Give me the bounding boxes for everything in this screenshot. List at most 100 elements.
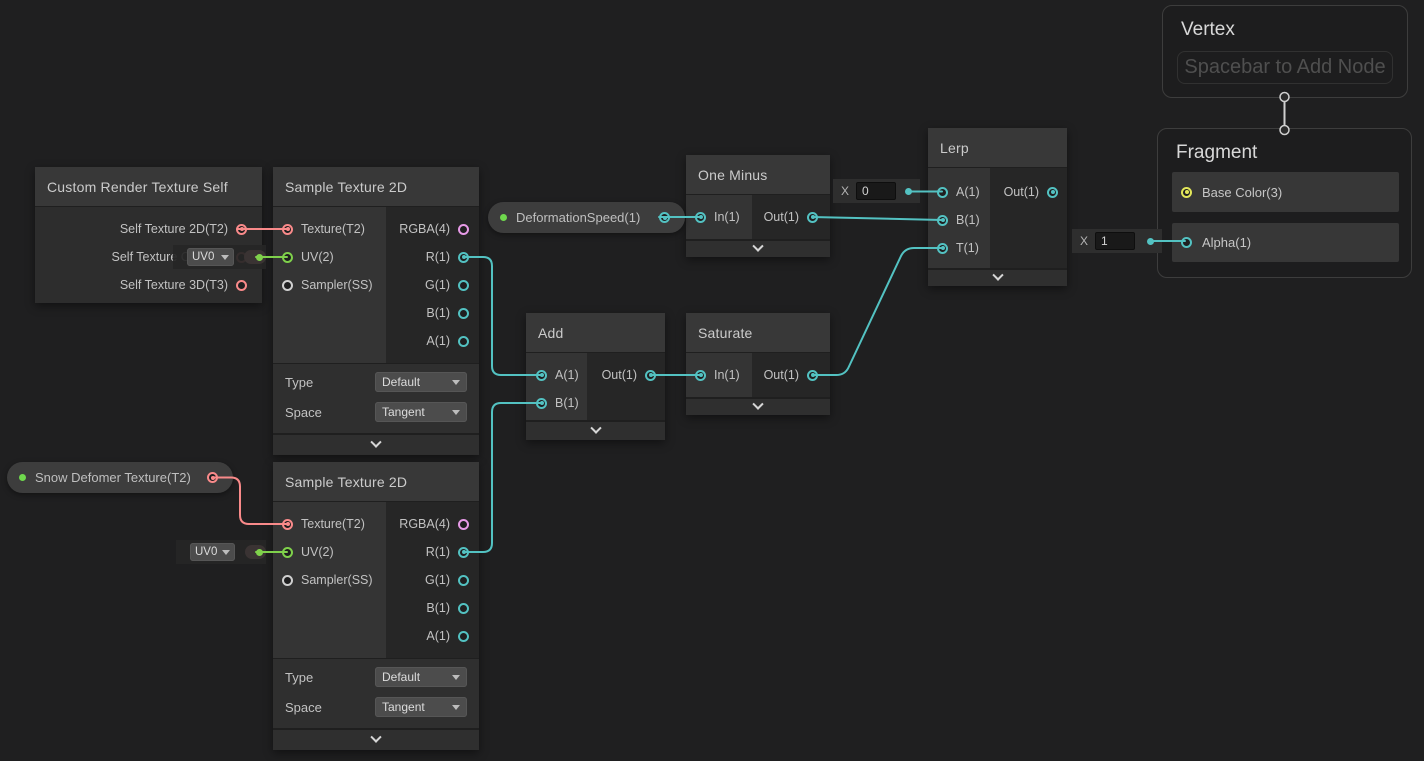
- x-value-input[interactable]: 0: [856, 182, 897, 200]
- port-b-out[interactable]: [458, 602, 469, 614]
- port-sampler-in[interactable]: [282, 279, 293, 291]
- port-snow-deformer-out[interactable]: [207, 472, 218, 483]
- port-label: G(1): [425, 573, 450, 587]
- setting-label: Space: [285, 699, 322, 715]
- collapse-button[interactable]: [273, 728, 479, 750]
- port-out[interactable]: [807, 211, 818, 223]
- x-value-input[interactable]: 1: [1095, 232, 1136, 250]
- port-label: A(1): [956, 185, 980, 199]
- property-pill-snow-deformer-texture[interactable]: Snow Defomer Texture(T2): [7, 462, 233, 493]
- node-settings: Type Default Space Tangent: [273, 658, 479, 728]
- collapse-button[interactable]: [526, 420, 665, 440]
- port-r-out[interactable]: [458, 251, 469, 263]
- chevron-down-icon: [991, 269, 1004, 281]
- chevron-down-icon: [370, 436, 382, 448]
- port-label: A(1): [426, 334, 450, 348]
- vertex-block[interactable]: Vertex Spacebar to Add Node: [1162, 5, 1408, 98]
- uv-channel-dropdown[interactable]: UV0: [187, 248, 235, 266]
- uv-channel-dropdown[interactable]: UV0: [190, 543, 236, 561]
- uv-channel-widget-1: UV0: [173, 245, 266, 269]
- port-base-color[interactable]: [1181, 186, 1192, 198]
- port-deformation-speed-out[interactable]: [659, 212, 670, 223]
- port-texture-in[interactable]: [282, 223, 293, 235]
- type-dropdown[interactable]: Default: [375, 667, 467, 687]
- chevron-down-icon: [752, 398, 764, 410]
- type-dropdown[interactable]: Default: [375, 372, 467, 392]
- node-title: Add: [526, 313, 665, 353]
- port-b[interactable]: [937, 214, 948, 226]
- port-rgba-out[interactable]: [458, 518, 469, 530]
- port-r-out[interactable]: [458, 546, 469, 558]
- port-texture-in[interactable]: [282, 518, 293, 530]
- node-custom-render-texture-self[interactable]: Custom Render Texture Self Self Texture …: [35, 167, 262, 303]
- fragment-block[interactable]: Fragment Base Color(3) Alpha(1): [1157, 128, 1412, 278]
- chevron-down-icon: [452, 704, 460, 710]
- port-in[interactable]: [695, 211, 706, 223]
- node-one-minus[interactable]: One Minus In(1) Out(1): [686, 155, 830, 257]
- port-label: Texture(T2): [301, 222, 365, 236]
- port-out[interactable]: [807, 369, 818, 381]
- node-add[interactable]: Add A(1) B(1) Out(1): [526, 313, 665, 440]
- port-label: A(1): [555, 368, 579, 382]
- collapse-button[interactable]: [273, 433, 479, 455]
- node-lerp[interactable]: Lerp A(1) B(1) T(1) Out(1): [928, 128, 1067, 286]
- port-label: RGBA(4): [399, 517, 450, 531]
- value-connector-dot[interactable]: [1147, 237, 1154, 245]
- inputs-column: In(1): [686, 353, 752, 397]
- chevron-down-icon: [370, 731, 382, 743]
- port-label: Self Texture 3D(T3): [119, 278, 228, 292]
- port-out[interactable]: [645, 369, 656, 381]
- port-a[interactable]: [937, 186, 948, 198]
- space-dropdown[interactable]: Tangent: [375, 402, 467, 422]
- node-settings: Type Default Space Tangent: [273, 363, 479, 433]
- port-t[interactable]: [937, 242, 948, 254]
- node-sample-texture-2d-2[interactable]: Sample Texture 2D Texture(T2) UV(2) Samp…: [273, 462, 479, 750]
- value-connector-dot[interactable]: [905, 187, 912, 195]
- chevron-down-icon: [589, 422, 602, 434]
- port-row: Self Texture 2D(T2): [35, 215, 262, 243]
- port-uv-in[interactable]: [282, 546, 293, 558]
- fragment-alpha-slot[interactable]: Alpha(1): [1172, 223, 1399, 262]
- property-label: Snow Defomer Texture(T2): [35, 470, 191, 485]
- port-label: A(1): [426, 629, 450, 643]
- inputs-column: Texture(T2) UV(2) Sampler(SS): [273, 502, 386, 658]
- port-b-out[interactable]: [458, 307, 469, 319]
- port-a[interactable]: [536, 369, 547, 381]
- port-label: Out(1): [763, 210, 799, 224]
- port-b[interactable]: [536, 397, 547, 409]
- port-label: RGBA(4): [399, 222, 450, 236]
- port-label: T(1): [956, 241, 979, 255]
- collapse-button[interactable]: [928, 268, 1067, 286]
- port-label: Self Texture 2D(T2): [119, 222, 228, 236]
- port-label: Texture(T2): [301, 517, 365, 531]
- inputs-column: In(1): [686, 195, 752, 239]
- chevron-down-icon: [222, 549, 231, 555]
- port-self-texture-2d[interactable]: [236, 223, 247, 235]
- collapse-button[interactable]: [686, 239, 830, 257]
- port-g-out[interactable]: [458, 279, 469, 291]
- port-label: R(1): [425, 545, 450, 559]
- uv-connector-dot[interactable]: [256, 548, 263, 556]
- port-label: Sampler(SS): [301, 278, 373, 292]
- port-self-texture-3d[interactable]: [236, 279, 247, 291]
- port-g-out[interactable]: [458, 574, 469, 586]
- port-out[interactable]: [1047, 186, 1058, 198]
- port-in[interactable]: [695, 369, 706, 381]
- fragment-base-color-slot[interactable]: Base Color(3): [1172, 172, 1399, 212]
- node-sample-texture-2d-1[interactable]: Sample Texture 2D Texture(T2) UV(2) Samp…: [273, 167, 479, 455]
- port-label: B(1): [555, 396, 579, 410]
- node-saturate[interactable]: Saturate In(1) Out(1): [686, 313, 830, 415]
- property-label: DeformationSpeed(1): [516, 210, 641, 225]
- property-pill-deformation-speed[interactable]: DeformationSpeed(1): [488, 202, 685, 233]
- port-alpha[interactable]: [1181, 237, 1192, 248]
- port-uv-in[interactable]: [282, 251, 293, 263]
- uv-connector-dot[interactable]: [256, 253, 263, 261]
- port-sampler-in[interactable]: [282, 574, 293, 586]
- port-a-out[interactable]: [458, 335, 469, 347]
- port-rgba-out[interactable]: [458, 223, 469, 235]
- collapse-button[interactable]: [686, 397, 830, 415]
- space-dropdown[interactable]: Tangent: [375, 697, 467, 717]
- port-a-out[interactable]: [458, 630, 469, 642]
- port-row: Self Texture 3D(T3): [35, 271, 262, 299]
